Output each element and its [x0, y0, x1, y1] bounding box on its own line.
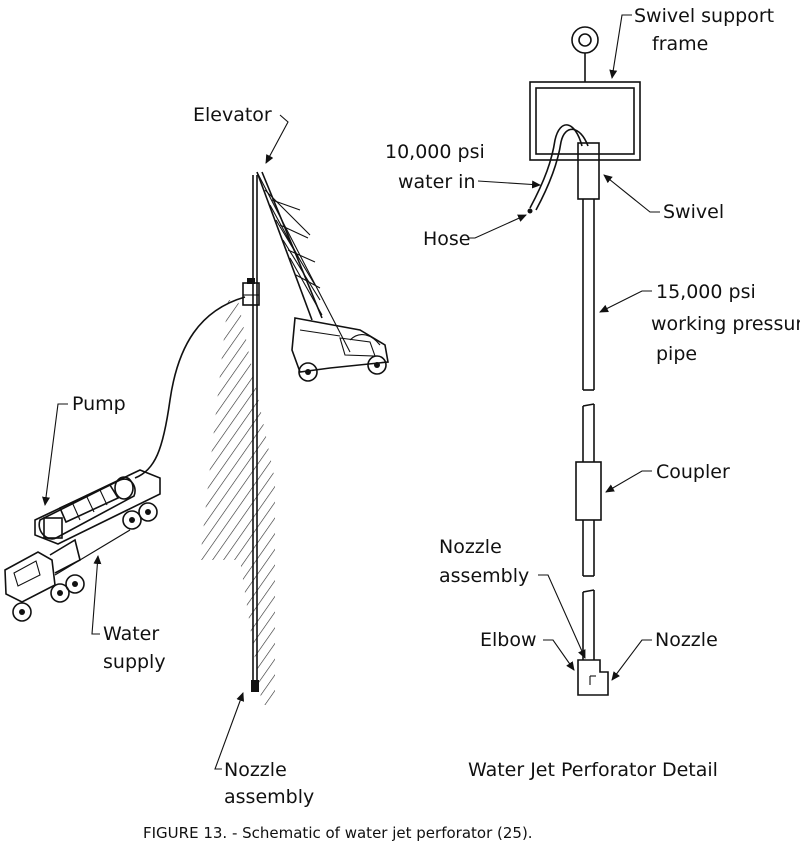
leader-swivel [603, 174, 660, 213]
label-nozzle-assembly-left-line1: Nozzle [224, 759, 287, 781]
label-swivel-support-frame-line1: Swivel support [634, 5, 774, 27]
leader-nozzle-assembly-left [214, 692, 244, 770]
label-elevator: Elevator [193, 104, 272, 126]
pipe-string [251, 175, 259, 692]
label-pump: Pump [72, 393, 126, 415]
perforator-detail: Swivel support frame 10,000 psi water in… [385, 5, 800, 781]
detail-title: Water Jet Perforator Detail [468, 759, 718, 781]
label-nozzle-assembly-right-line2: assembly [439, 565, 529, 587]
label-water-in-line2: water in [398, 171, 476, 193]
label-pipe-line1: 15,000 psi [656, 281, 756, 303]
label-hose: Hose [423, 228, 471, 250]
label-pipe-line2: working pressure [651, 313, 800, 335]
label-nozzle-assembly-right-line1: Nozzle [439, 536, 502, 558]
leader-pipe [599, 290, 652, 313]
swivel-body [577, 142, 600, 200]
detail-hose [529, 124, 583, 209]
label-swivel: Swivel [663, 201, 724, 223]
label-water-in-line1: 10,000 psi [385, 141, 485, 163]
formation-hatching [200, 300, 275, 705]
leader-coupler [605, 470, 652, 493]
pressure-pipe [582, 199, 595, 462]
elbow-nozzle [577, 659, 609, 696]
label-elbow: Elbow [480, 629, 537, 651]
lower-pipe [582, 520, 595, 660]
elevator-swivel [242, 278, 260, 306]
pump-truck [4, 469, 161, 622]
crane-truck [256, 171, 389, 382]
label-water-supply-line2: supply [103, 651, 166, 673]
figure-caption: FIGURE 13. - Schematic of water jet perf… [143, 824, 533, 842]
leader-hose [468, 214, 527, 239]
leader-elevator [265, 114, 289, 164]
leader-swivel-support-frame [609, 14, 632, 79]
leader-nozzle-assembly-right [538, 574, 586, 659]
lifting-ring [571, 26, 599, 54]
swivel-support-frame [529, 81, 641, 161]
label-nozzle: Nozzle [655, 629, 718, 651]
leader-elbow [543, 639, 575, 671]
leader-pump [42, 403, 68, 506]
label-nozzle-assembly-left-line2: assembly [224, 786, 314, 808]
leader-water-in [477, 180, 541, 189]
label-pipe-line3: pipe [656, 343, 697, 365]
leader-nozzle [611, 639, 652, 681]
coupler-body [575, 461, 602, 521]
label-water-supply-line1: Water [103, 623, 159, 645]
label-coupler: Coupler [656, 461, 730, 483]
label-swivel-support-frame-line2: frame [652, 33, 708, 55]
hose-line [134, 296, 246, 479]
leader-water-supply [91, 555, 102, 635]
field-schematic: Elevator Pump Water supply Nozzle assemb… [4, 104, 389, 808]
